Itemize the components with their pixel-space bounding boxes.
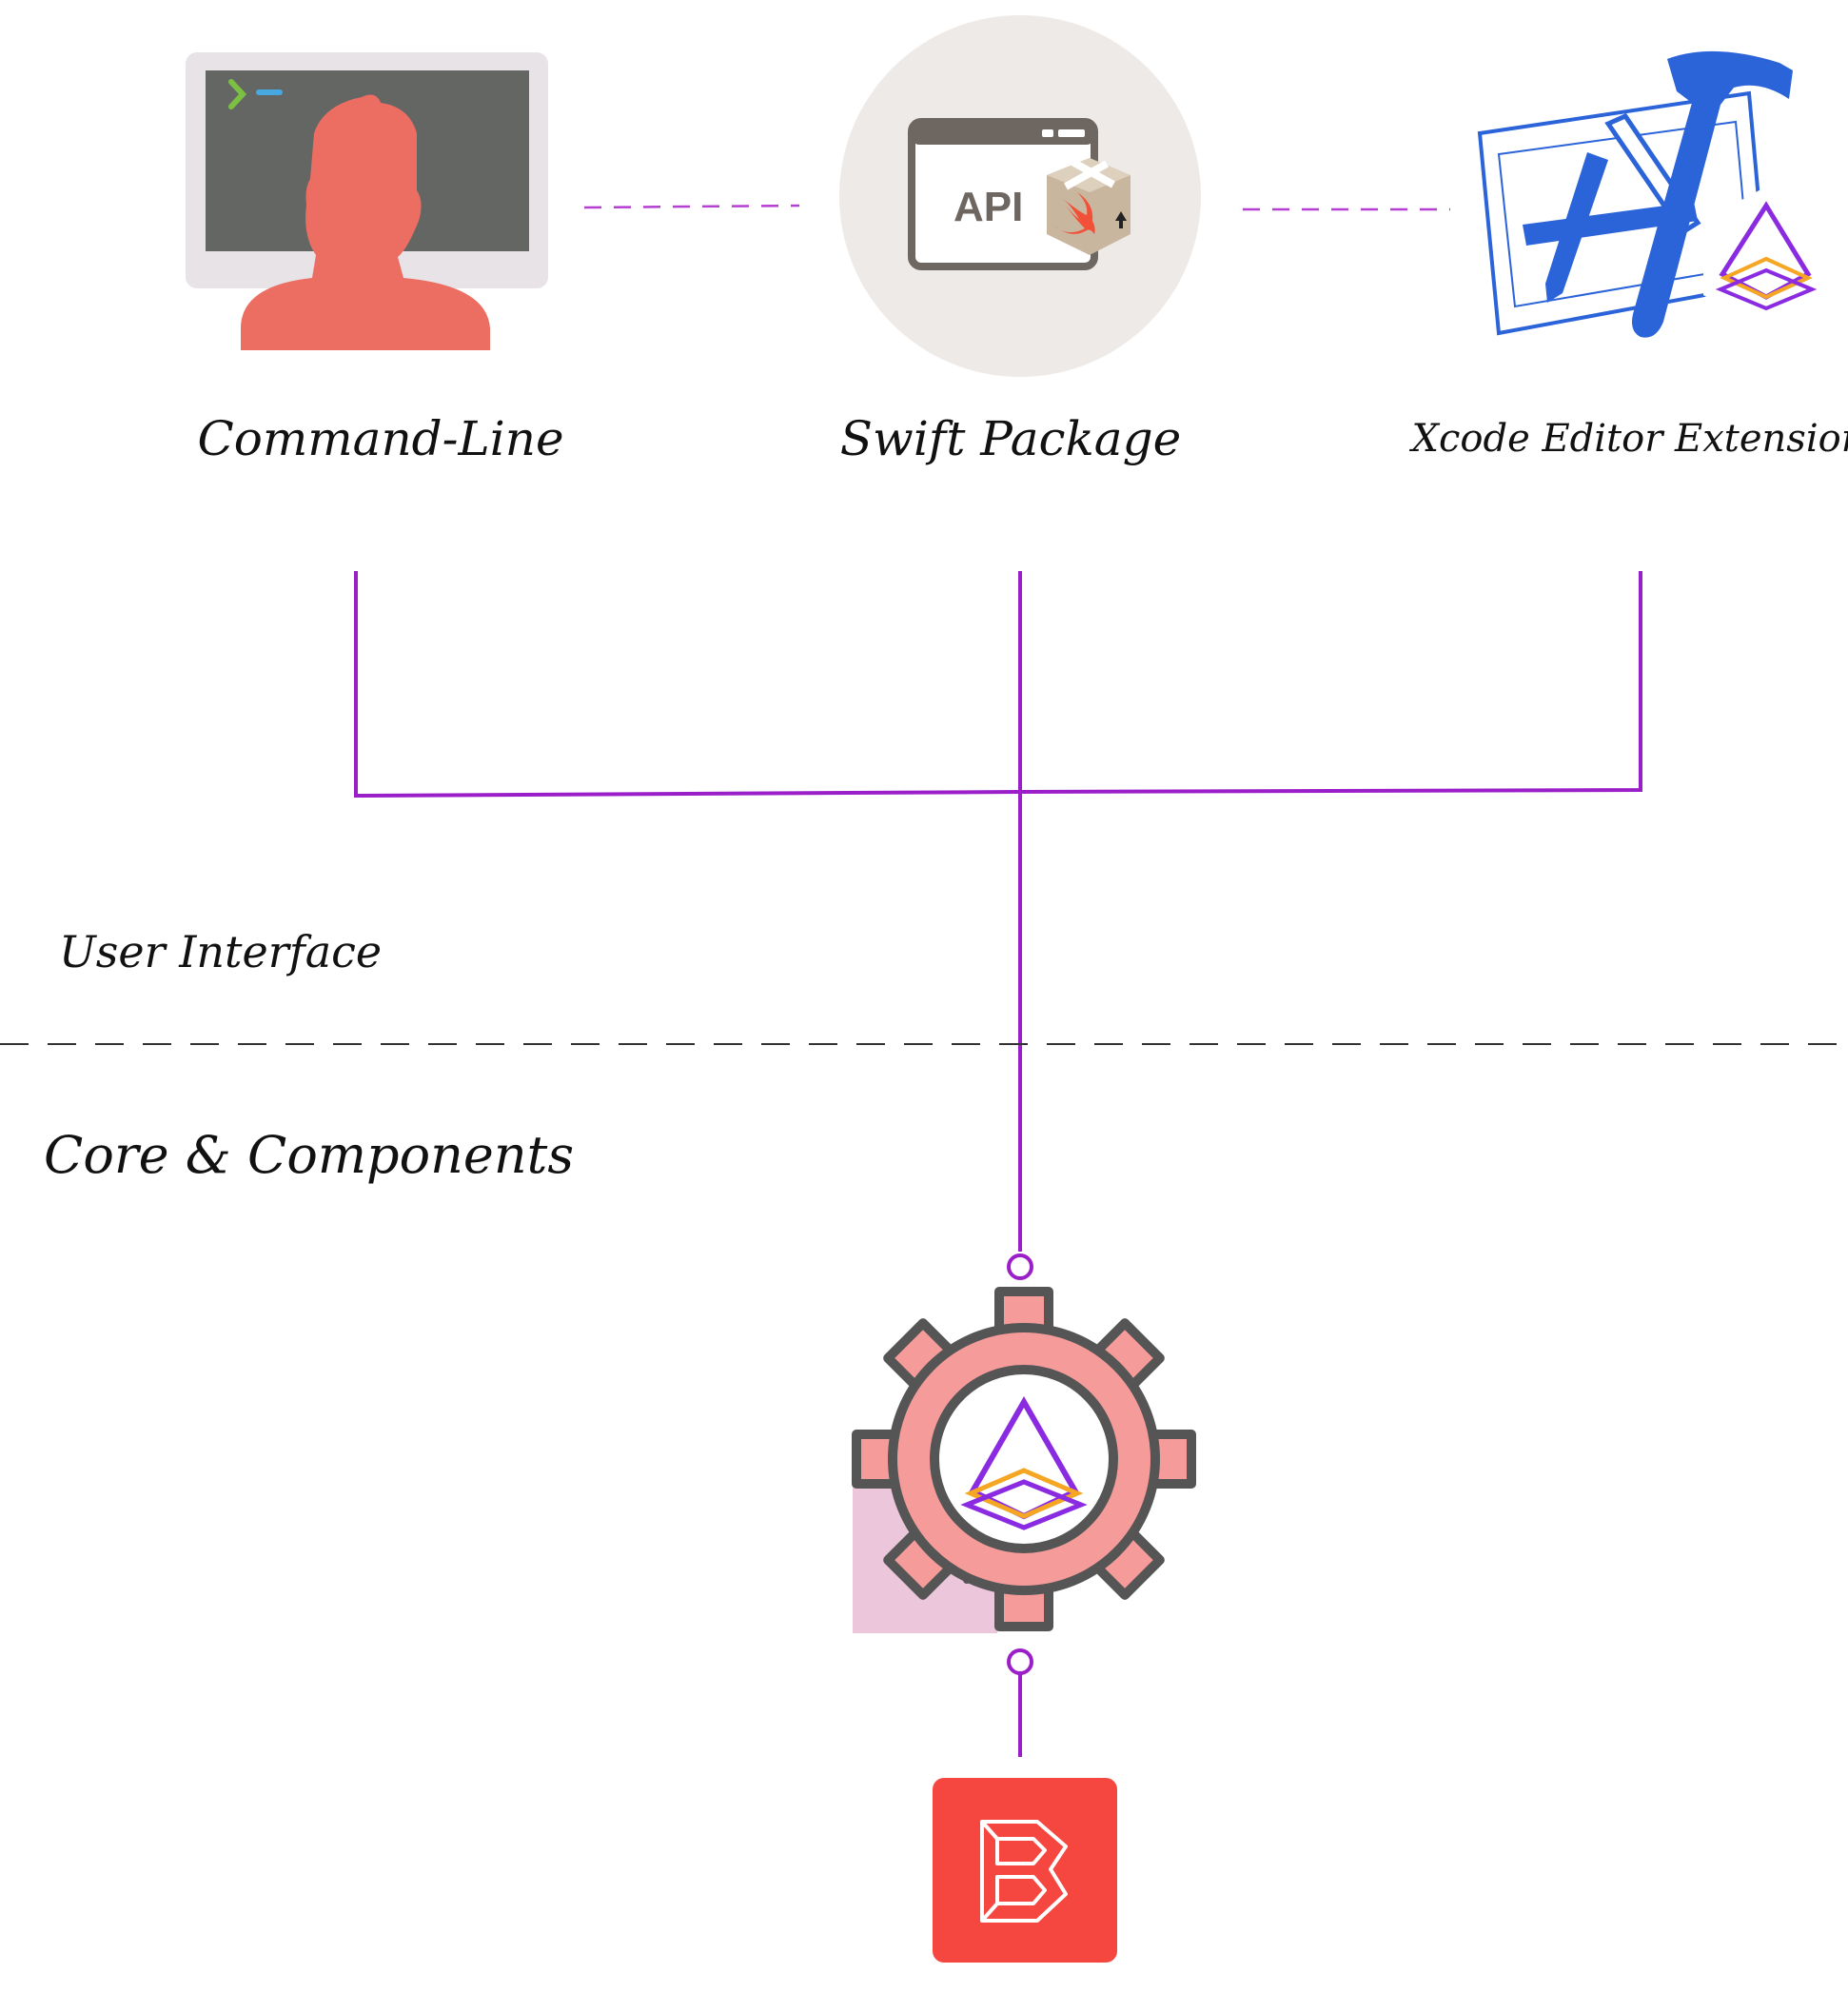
- xcode-extension-label: Xcode Editor Extension: [1409, 417, 1848, 461]
- core-bottom-port: [1007, 1648, 1033, 1675]
- command-line-label: Command-Line: [197, 411, 563, 466]
- connector-command-line: [354, 571, 1021, 799]
- connector-xcode: [1019, 571, 1642, 794]
- component-node: [933, 1778, 1117, 1963]
- b-logo-icon: [933, 1778, 1117, 1963]
- xcode-extension-node: Xcode Editor Extension: [1409, 50, 1848, 461]
- swift-package-node: API Swift Package: [839, 15, 1201, 466]
- dashed-link-cli-package: [583, 204, 800, 209]
- connector-tree: [354, 571, 1642, 1757]
- command-line-node: Command-Line: [186, 52, 564, 466]
- api-package-icon: API: [839, 15, 1201, 377]
- xcode-hammer-icon: [1477, 50, 1827, 338]
- terminal-user-icon: [186, 52, 548, 351]
- core-top-port: [1007, 1253, 1033, 1280]
- api-text: API: [953, 184, 1023, 230]
- user-interface-label: User Interface: [59, 926, 382, 977]
- gear-core-icon: [852, 1287, 1196, 1633]
- core-components-label: Core & Components: [44, 1125, 574, 1185]
- swift-package-label: Swift Package: [840, 411, 1181, 466]
- core-node: [852, 1287, 1196, 1633]
